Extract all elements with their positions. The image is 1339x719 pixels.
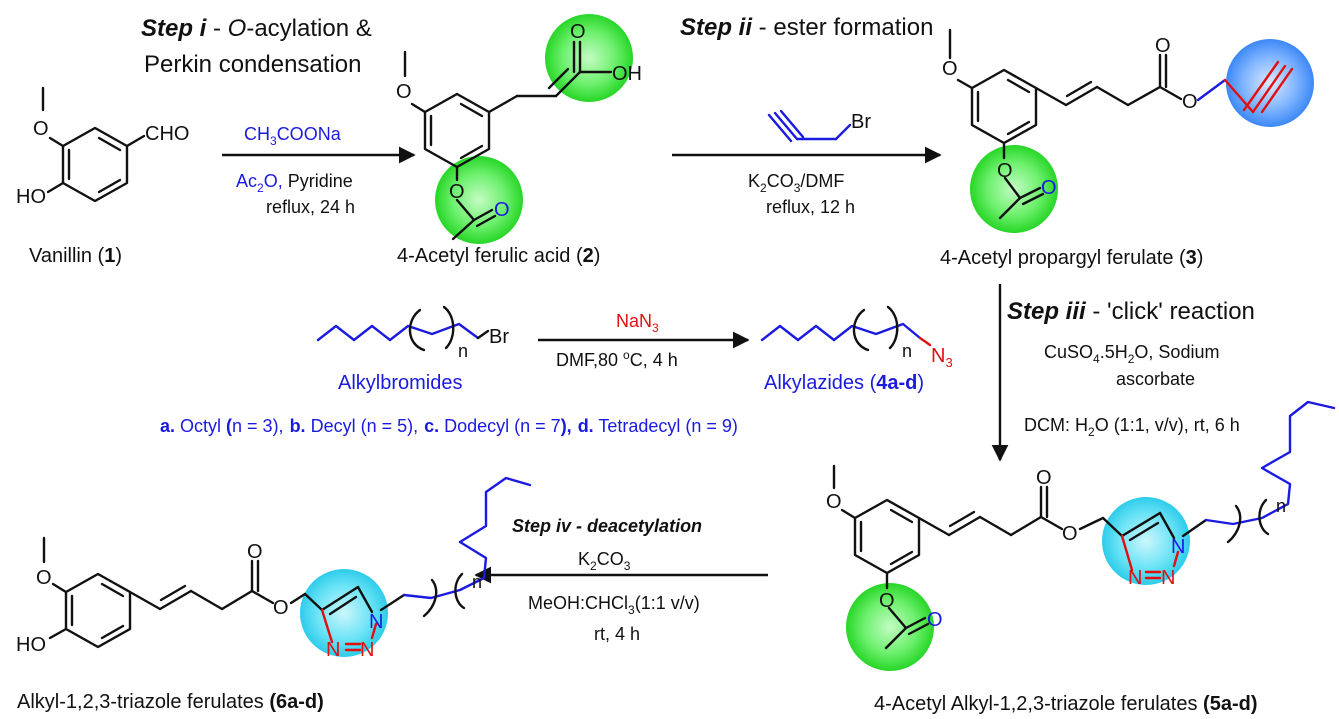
triazole-ring-6: [320, 585, 406, 652]
cyan-highlight-circle: [300, 569, 388, 657]
atom-label-o: O: [1036, 467, 1052, 489]
alkylbromide-structure: [316, 305, 490, 352]
step-i-heading: Step i - O-acylation &: [141, 15, 372, 42]
subscript-n: n: [472, 572, 482, 592]
atom-label-o: O: [997, 160, 1013, 182]
step-ii-heading: Step ii - ester formation: [680, 14, 933, 41]
chain-length-legend: a. Octyl (n = 3),b. Decyl (n = 5),c. Dod…: [160, 416, 738, 436]
atom-label-cho: CHO: [145, 123, 189, 145]
vanillin-structure: [41, 86, 146, 203]
atom-label-n: N: [1171, 536, 1185, 558]
atom-label-n: N: [1128, 567, 1142, 589]
atom-label-o: O: [570, 21, 586, 43]
propargyl-group: [1196, 60, 1294, 114]
subscript-n: n: [1276, 496, 1286, 516]
subscript-n: n: [458, 341, 468, 361]
propargyl-bromide-structure: [767, 109, 852, 143]
compound-2-label: 4-Acetyl ferulic acid (2): [397, 245, 600, 267]
compound-3-label: 4-Acetyl propargyl ferulate (3): [940, 247, 1203, 269]
atom-label-n: N: [326, 639, 340, 661]
acetyl-triazole-ferulate-structure: [832, 464, 1124, 650]
atom-label-n: N: [360, 639, 374, 661]
atom-label-o: O: [879, 590, 895, 612]
compound-1-label: Vanillin (1): [29, 245, 122, 267]
condition-step-i: reflux, 24 h: [266, 197, 355, 217]
atom-label-o: O: [1062, 523, 1078, 545]
condition-step-ii: reflux, 12 h: [766, 197, 855, 217]
step-iii-heading: Step iii - 'click' reaction: [1007, 298, 1255, 325]
triazole-ferulate-structure: [42, 536, 324, 649]
atom-label-oh: OH: [612, 63, 642, 85]
atom-label-br: Br: [851, 111, 871, 133]
compound-5-label: 4-Acetyl Alkyl-1,2,3-triazole ferulates …: [874, 693, 1257, 715]
compound-4-label: Alkylazides (4a-d): [764, 372, 924, 394]
alkylbromides-label: Alkylbromides: [338, 372, 462, 394]
alkylazide-structure: [760, 305, 932, 352]
alkyl-chain-6: [402, 476, 532, 618]
acetyl-propargyl-ferulate-structure: [948, 28, 1183, 220]
atom-label-o: O: [927, 609, 943, 631]
atom-label-o: O: [942, 58, 958, 80]
solvent-step-iv: MeOH:CHCl3(1:1 v/v): [528, 593, 700, 617]
subscript-n: n: [902, 341, 912, 361]
reagent-sodium-azide: NaN3: [616, 311, 659, 335]
atom-label-ho: HO: [16, 186, 46, 208]
triazole-ring-5: [1120, 511, 1208, 580]
atom-label-o: O: [1155, 35, 1171, 57]
reagent-sodium-ascorbate: ascorbate: [1116, 369, 1195, 389]
atom-label-o: O: [826, 491, 842, 513]
atom-label-n: N: [1161, 567, 1175, 589]
alkyl-chain-5: [1204, 400, 1336, 544]
condition-azidation: DMF,80 oC, 4 h: [556, 348, 678, 370]
azide-group-label: N3: [931, 345, 953, 370]
reagent-copper-sulfate: CuSO4.5H2O, Sodium: [1044, 342, 1219, 366]
atom-label-o: O: [247, 541, 263, 563]
reagent-sodium-acetate: CH3COONa: [244, 124, 342, 148]
reagent-potassium-carbonate-dmf: K2CO3/DMF: [748, 171, 844, 195]
compound-6-label: Alkyl-1,2,3-triazole ferulates (6a-d): [17, 691, 324, 713]
atom-label-o: O: [1041, 177, 1057, 199]
reagent-potassium-carbonate: K2CO3: [578, 549, 631, 573]
atom-label-o: O: [273, 597, 289, 619]
green-highlight-circle: [846, 583, 934, 671]
atom-label-o: O: [1182, 91, 1198, 113]
acetyl-ferulic-acid-structure: [403, 40, 613, 241]
atom-label-o: O: [396, 81, 412, 103]
step-i-heading-line2: Perkin condensation: [144, 51, 361, 78]
atom-label-o: O: [36, 567, 52, 589]
atom-label-ho: HO: [16, 634, 46, 656]
condition-step-iv: rt, 4 h: [594, 624, 640, 644]
atom-label-o: O: [449, 181, 465, 203]
atom-label-n: N: [369, 611, 383, 633]
blue-highlight-circle: [1226, 39, 1314, 127]
atom-label-br: Br: [489, 326, 509, 348]
cyan-highlight-circle: [1102, 497, 1190, 585]
atom-label-o: O: [494, 199, 510, 221]
reagent-acetic-anhydride: Ac2O, Pyridine: [236, 171, 353, 195]
step-iv-heading: Step iv - deacetylation: [512, 516, 702, 536]
atom-label-o: O: [33, 118, 49, 140]
green-highlight-circle: [545, 14, 633, 102]
condition-step-iii: DCM: H2O (1:1, v/v), rt, 6 h: [1024, 415, 1240, 439]
